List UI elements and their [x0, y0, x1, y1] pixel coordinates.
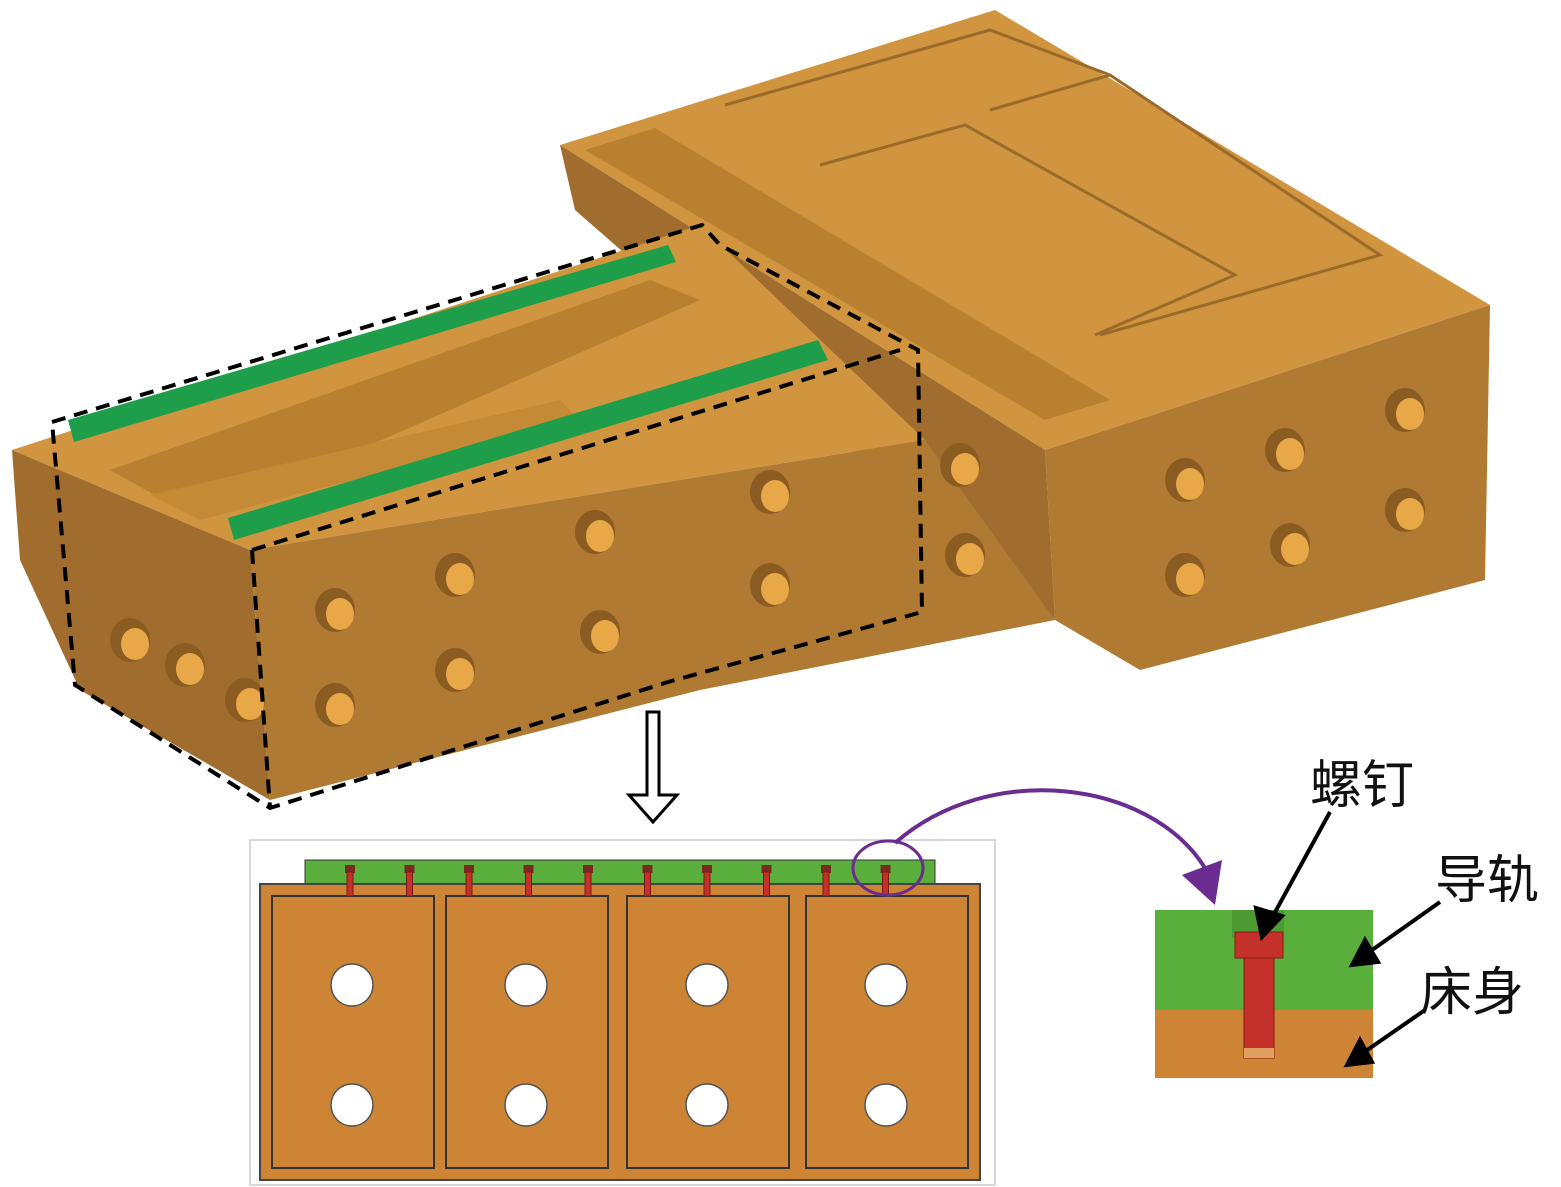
section-body — [259, 883, 981, 1181]
isometric-bed-model — [12, 10, 1490, 811]
label-bed-body: 床身 — [1420, 963, 1524, 1023]
detail-screw-head — [1234, 931, 1284, 959]
section-screw — [644, 871, 651, 897]
detail-inset — [1155, 910, 1373, 1078]
section-hole — [685, 963, 729, 1007]
front-bed-trough — [110, 280, 700, 520]
label-guide-rail: 导轨 — [1435, 851, 1539, 911]
bed-hole-inner — [326, 693, 354, 725]
bed-holes — [110, 388, 1425, 727]
bed-hole-inner — [761, 480, 789, 512]
section-hole — [685, 1083, 729, 1127]
section-screw-head — [821, 865, 831, 873]
bed-hole-inner — [1281, 533, 1309, 565]
bed-hole-inner — [1276, 438, 1304, 470]
section-hole — [330, 1083, 374, 1127]
section-screw-head — [880, 865, 891, 873]
section-view — [249, 839, 996, 1186]
section-screw — [763, 871, 770, 897]
guide-rail-rear — [68, 245, 676, 442]
selection-dashed-outline — [49, 222, 925, 811]
bed-hole-inner — [591, 620, 619, 652]
rail-leader-head — [1348, 935, 1382, 968]
rail-leader — [1363, 900, 1442, 957]
bed-hole-inner — [1396, 398, 1424, 430]
bed-hole-inner — [1176, 468, 1204, 500]
bed-hole-inner — [586, 520, 614, 552]
callout-curve-arrow — [893, 788, 1207, 870]
selection-dashed-inner — [251, 348, 901, 552]
bed-hole-inner — [1176, 563, 1204, 595]
section-screw — [703, 871, 711, 897]
rear-block-top-face — [560, 10, 1490, 450]
section-screw — [346, 871, 354, 897]
rear-block-recess-outline-3 — [989, 73, 1384, 337]
bed-hole-inner — [761, 573, 789, 605]
section-screw — [822, 871, 830, 897]
bed-hole-inner — [236, 688, 264, 720]
section-screw-head — [583, 865, 593, 873]
section-hole — [504, 1083, 548, 1127]
body-leader — [1358, 1008, 1427, 1057]
section-screw-head — [404, 865, 415, 873]
bed-hole-inner — [956, 543, 984, 575]
label-screw: 螺钉 — [1310, 756, 1414, 816]
bed-hole-inner — [951, 453, 979, 485]
section-screws — [345, 865, 891, 897]
section-screw-head — [523, 865, 534, 873]
section-screw — [584, 871, 592, 897]
callout-circle — [851, 839, 925, 897]
section-panels — [271, 895, 969, 1169]
screw-leader-head — [1253, 905, 1286, 942]
detail-screw-tip — [1244, 1048, 1274, 1058]
section-hole — [864, 1083, 908, 1127]
rear-block-recess-outline — [819, 123, 1239, 337]
section-screw-head — [761, 865, 772, 873]
body-leader-head — [1343, 1035, 1376, 1068]
rear-block-front-face — [1045, 305, 1490, 670]
section-screw — [465, 871, 473, 897]
selection-dashed-inner-2 — [250, 549, 272, 809]
guide-rail-front — [228, 340, 828, 540]
bed-hole-inner — [446, 658, 474, 690]
bed-hole-inner — [176, 653, 204, 685]
section-screw-head — [464, 865, 474, 873]
bed-hole-inner — [326, 598, 354, 630]
section-screw — [525, 871, 532, 897]
section-hole — [330, 963, 374, 1007]
bed-hole-inner — [1396, 498, 1424, 530]
leader-arrows — [1253, 811, 1442, 1068]
section-screw-head — [345, 865, 355, 873]
section-hole — [504, 963, 548, 1007]
section-screw — [406, 871, 413, 897]
detail-screw-shank — [1243, 957, 1275, 1059]
section-screw-head — [642, 865, 653, 873]
rear-block-channel — [585, 128, 1110, 420]
front-bed-trough-2 — [150, 400, 580, 520]
section-hole — [864, 963, 908, 1007]
screw-leader — [1266, 811, 1332, 926]
section-screw — [882, 871, 889, 897]
bed-hole-inner — [121, 628, 149, 660]
bed-hole-inner — [446, 563, 474, 595]
section-screw-head — [702, 865, 712, 873]
front-bed-front-face — [250, 440, 1055, 800]
section-rail-strip — [304, 859, 936, 886]
callout-arrowhead — [1182, 860, 1222, 905]
rear-block-recess-outline-2 — [724, 28, 1111, 107]
down-arrow — [625, 710, 681, 825]
